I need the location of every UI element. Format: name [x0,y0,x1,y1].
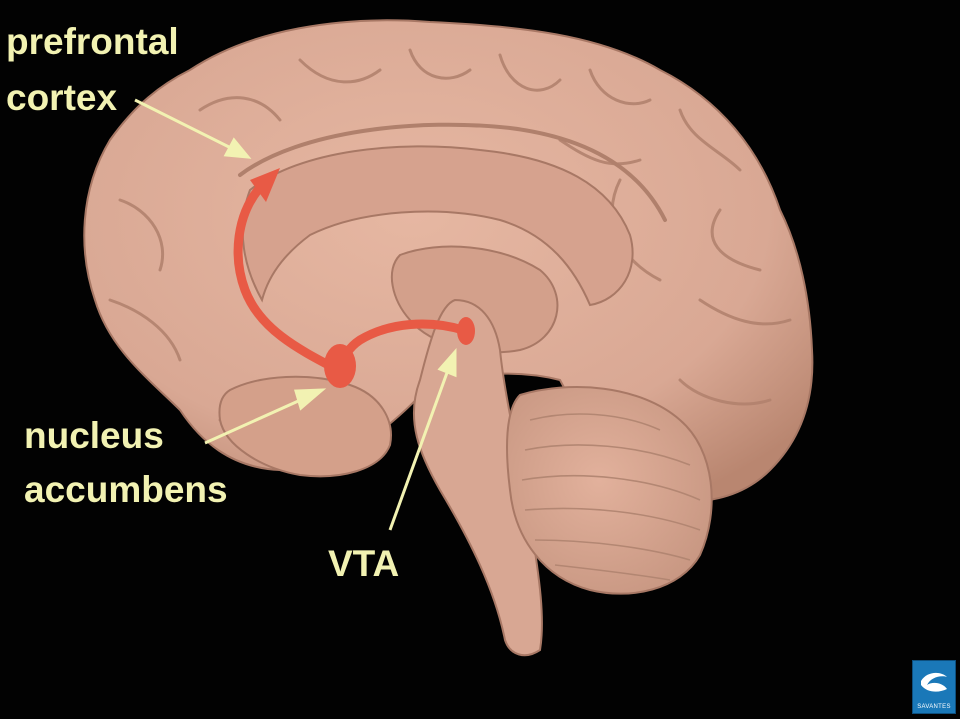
temporal-lobe [218,375,392,478]
prefrontal-cortex-label-line2: cortex [6,77,118,118]
brainstem [412,298,543,657]
cingulate-sulcus [238,122,667,222]
vta-label: VTA [328,543,400,584]
nucleus-accumbens-marker [324,344,356,388]
label-pointers [134,98,457,531]
vta-pointer-head [437,348,457,378]
cerebellum-folia [521,413,701,581]
vta-marker [457,317,475,345]
prefrontal-pointer [134,98,236,152]
logo-swirl-icon [921,672,947,692]
savantes-logo: SAVANTES [912,660,956,714]
pathway-nucleus-to-prefrontal [233,185,343,375]
pathway-arrowhead [250,168,280,202]
cerebellum [506,386,713,595]
logo-text: SAVANTES [917,704,951,710]
prefrontal-cortex-label-line1: prefrontal [6,21,179,62]
nucleus-accumbens-label-line1: nucleus [24,415,164,456]
corpus-callosum [241,145,634,307]
nucleus-pointer [204,396,306,445]
prefrontal-pointer-head [223,137,252,159]
nucleus-accumbens-label-line2: accumbens [24,469,228,510]
nucleus-pointer-head [294,388,327,411]
mesocorticolimbic-pathway [233,168,475,388]
vta-pointer [388,369,450,531]
